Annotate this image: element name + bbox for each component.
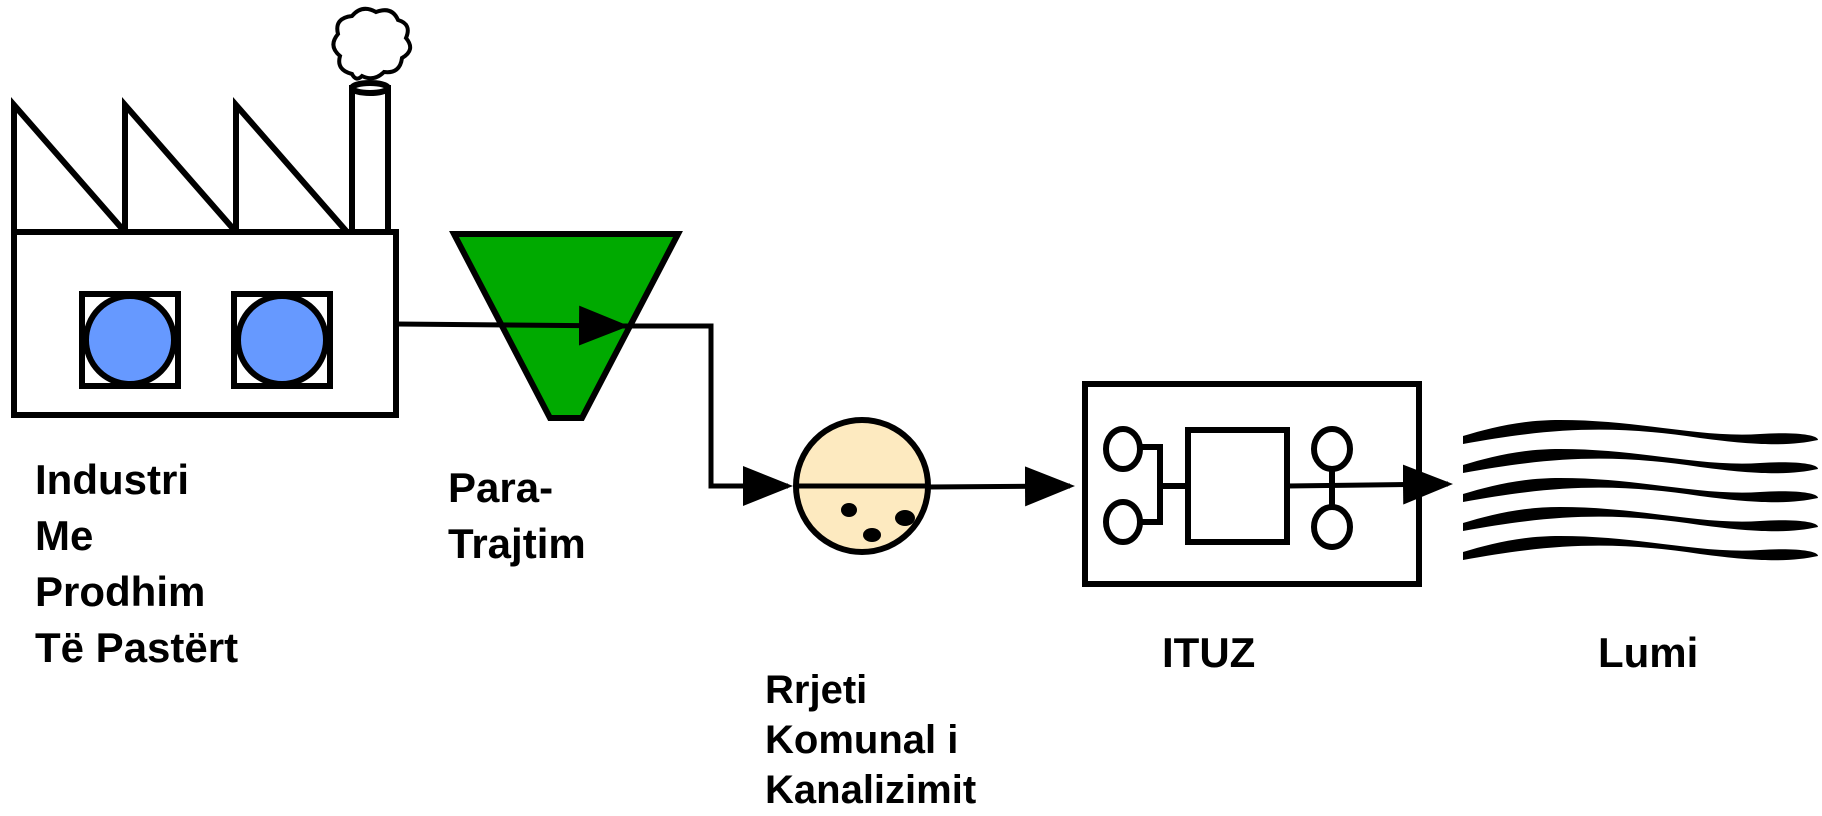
factory-body <box>11 229 399 418</box>
factory-window <box>83 293 177 387</box>
treatment-basin <box>1185 427 1290 545</box>
industry-label-line: Të Pastërt <box>35 624 239 671</box>
flow-line-factory <box>395 305 629 346</box>
river-label: Lumi <box>1598 629 1699 676</box>
sewer-pipe-icon <box>793 417 931 555</box>
flow-line-to-sewer <box>624 323 793 506</box>
industry-label-line: Industri <box>35 456 189 503</box>
pretreatment-label: Para- Trajtim <box>448 460 586 572</box>
flow-line-to-river <box>1286 464 1453 505</box>
industry-label-line: Me <box>35 512 94 559</box>
flow-line-to-ituz <box>927 466 1075 507</box>
factory-icon <box>11 6 413 418</box>
sewer-label-line: Rrjeti <box>765 668 868 712</box>
river-icon <box>1463 420 1818 561</box>
factory-roof <box>11 97 350 240</box>
smoke-icon <box>331 6 413 81</box>
sewer-label-line: Kanalizimit <box>765 768 977 812</box>
factory-chimney <box>349 85 391 237</box>
pretreatment-label-line: Trajtim <box>448 520 586 567</box>
ituz-label: ITUZ <box>1162 629 1256 676</box>
sewer-label: Rrjeti Komunal i Kanalizimit <box>765 665 976 815</box>
industry-label-line: Prodhim <box>35 568 206 615</box>
factory-window <box>235 293 329 387</box>
sewer-label-line: Komunal i <box>765 718 959 762</box>
pretreatment-label-line: Para- <box>448 464 554 511</box>
industry-label: Industri Me Prodhim Të Pastërt <box>35 452 238 676</box>
